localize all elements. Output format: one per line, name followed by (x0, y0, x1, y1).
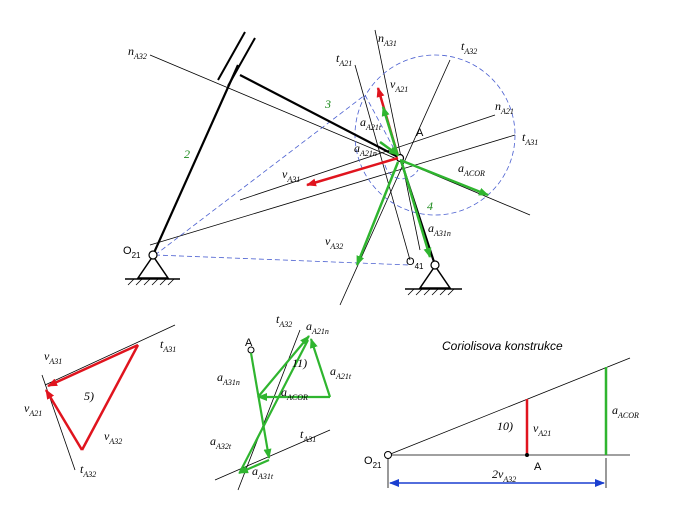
acc-aA31t (238, 458, 270, 475)
label-vA32-top: vA32 (325, 234, 343, 251)
label-link2: 2 (184, 147, 190, 161)
label-O21-cor: O21 (364, 455, 382, 470)
label-aA21n: aA21n (354, 141, 377, 158)
slider-line-2 (227, 37, 256, 87)
vector-aACOR (399, 158, 489, 197)
ground-O41 (405, 260, 462, 296)
vector-aA21n (379, 140, 399, 157)
line-nA32 (149, 54, 531, 216)
label-O21: O21 (123, 245, 141, 260)
tA31-line-acc (214, 429, 331, 481)
label-aA21n-acc: aA21n (306, 319, 329, 336)
label-nA32: nA32 (128, 44, 147, 61)
label-link3: 3 (324, 97, 331, 111)
label-nA21: nA21 (495, 99, 514, 116)
label-tA31-right: tA31 (522, 130, 538, 147)
vector-vA32 (355, 161, 400, 266)
label-aA31t-acc: aA31t (252, 464, 274, 481)
coriolis-construction (384, 357, 631, 488)
dashed-arc-small (384, 164, 419, 180)
label-tA32-top: tA32 (461, 39, 477, 56)
label-two-vA32: 2vA32 (492, 467, 516, 484)
acc-aA32t (239, 339, 309, 473)
slider-line-1 (217, 31, 246, 81)
label-aACOR-acc: aACOR (281, 385, 308, 402)
label-aA31n-top: aA31n (428, 221, 451, 238)
label-coriolis-title: Coriolisova konstrukce (442, 339, 563, 353)
acc-aA21n (257, 335, 310, 398)
label-aA32t-acc: aA32t (210, 434, 232, 451)
label-tA32-tri: tA32 (80, 462, 96, 479)
label-A-cor: A (534, 461, 542, 473)
blue-dashed-construction (154, 54, 516, 266)
vectors-at-A (306, 87, 489, 266)
acc-aA31n (249, 352, 272, 459)
tA32-line-tri (41, 374, 76, 471)
cor-ray (387, 357, 631, 456)
label-A-top: A (416, 127, 424, 139)
label-nA31-top: nA31 (378, 31, 397, 48)
vector-vA31 (306, 156, 399, 187)
dashed-line-2 (154, 254, 411, 266)
vector-aA31n (399, 159, 432, 258)
line-nA31 (374, 29, 421, 251)
tri-vA21 (80, 344, 140, 451)
label-link4: 4 (427, 199, 433, 213)
velocity-triangle (41, 324, 176, 471)
label-aACOR-top: aACOR (458, 161, 485, 178)
label-vA21-top: vA21 (390, 77, 408, 94)
label-aA31n-acc: aA31n (217, 370, 240, 387)
label-tA31-acc: tA31 (300, 427, 316, 444)
label-vA31-tri: vA31 (44, 349, 62, 366)
label-A-acc: A (245, 337, 253, 349)
dashed-line-1 (154, 94, 366, 256)
tA32-line-acc (237, 329, 301, 491)
link-3-bar (239, 74, 401, 159)
tri-vA31 (47, 343, 139, 388)
label-tA32-acc: tA32 (276, 312, 292, 329)
label-tri-num: 5) (84, 389, 94, 403)
label-vA32-tri: vA32 (104, 429, 122, 446)
label-vA31-top: vA31 (282, 167, 300, 184)
label-O41: O41 (406, 256, 424, 271)
cor-O21 (384, 451, 392, 459)
label-aA21t-acc: aA21t (330, 364, 352, 381)
label-aACOR-cor: aACOR (612, 403, 639, 420)
label-cor-num: 10) (497, 419, 513, 433)
label-vA21-cor: vA21 (533, 421, 551, 438)
label-vA21-tri: vA21 (24, 401, 42, 418)
dashed-line-3 (364, 94, 401, 161)
line-tA31 (149, 134, 516, 246)
acceleration-polygon (214, 329, 332, 491)
label-aA21t: aA21t (360, 115, 382, 132)
label-acc-num: 11) (292, 356, 307, 370)
construction-lines (149, 29, 531, 306)
acc-aA21t (309, 338, 332, 398)
cor-A (525, 453, 529, 457)
tri-vA32 (44, 389, 84, 451)
ground-O21 (125, 250, 180, 286)
label-tA31-tri: tA31 (160, 337, 176, 354)
tA31-line-tri (44, 324, 176, 386)
line-nA21 (239, 114, 496, 201)
label-tA21-top: tA21 (336, 51, 352, 68)
